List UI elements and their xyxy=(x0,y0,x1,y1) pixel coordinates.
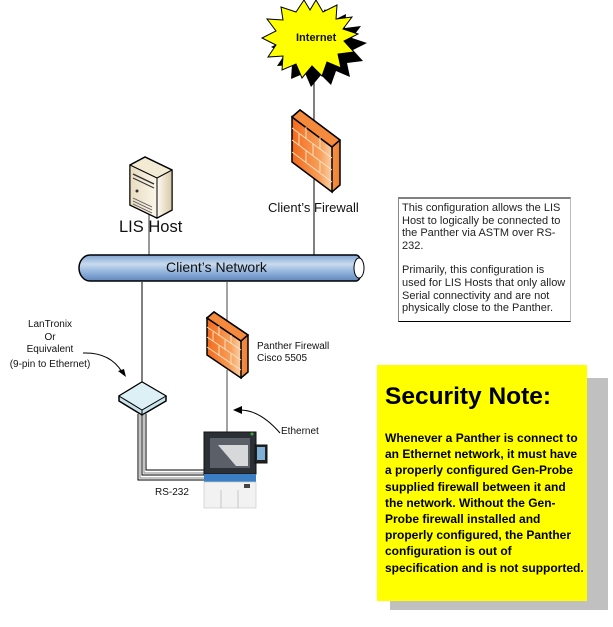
security-note-body: Whenever a Panther is connect to an Ethe… xyxy=(385,431,584,575)
lantronix-arrow xyxy=(82,352,123,373)
lantronix-label-line1: LanTronix xyxy=(27,319,73,330)
client-firewall-icon xyxy=(290,109,342,194)
internet-cloud-icon xyxy=(260,0,367,87)
rs232-cable xyxy=(137,414,205,481)
lis-host-server-icon xyxy=(129,156,173,219)
client-firewall-label: Client’s Firewall xyxy=(268,200,359,215)
panther-firewall-label-line1: Panther Firewall xyxy=(257,341,330,352)
panther-firewall-label-line2: Cisco 5505 xyxy=(257,353,308,364)
security-note-title: Security Note: xyxy=(385,383,552,410)
lantronix-label: LanTronix Or Equivalent (9-pin to Ethern… xyxy=(5,319,95,371)
lantronix-label-line2: Or xyxy=(44,331,56,343)
lantronix-device-icon xyxy=(118,381,167,416)
ethernet-label: Ethernet xyxy=(281,426,319,437)
lantronix-label-line3: Equivalent xyxy=(26,344,74,355)
ethernet-arrowhead-icon xyxy=(233,406,242,414)
info-paragraph-2: Primarily, this configuration is used fo… xyxy=(402,264,566,315)
configuration-info-box: This configuration allows the LIS Host t… xyxy=(398,197,571,322)
lis-host-label: LIS Host xyxy=(119,218,183,236)
ethernet-arrow xyxy=(239,409,281,434)
internet-label: Internet xyxy=(296,32,337,44)
client-network-pipe-icon xyxy=(78,254,365,282)
lantronix-arrowhead-icon xyxy=(118,369,126,377)
lantronix-label-line4: (9-pin to Ethernet) xyxy=(9,358,91,370)
panther-firewall-icon xyxy=(205,311,250,380)
panther-instrument-icon xyxy=(203,431,268,509)
panther-firewall-label: Panther Firewall Cisco 5505 xyxy=(257,341,329,365)
client-network-label: Client’s Network xyxy=(166,259,267,275)
info-paragraph-1: This configuration allows the LIS Host t… xyxy=(402,202,561,252)
security-note-box: Security Note: Whenever a Panther is con… xyxy=(377,365,587,601)
rs232-label: RS-232 xyxy=(155,487,189,498)
